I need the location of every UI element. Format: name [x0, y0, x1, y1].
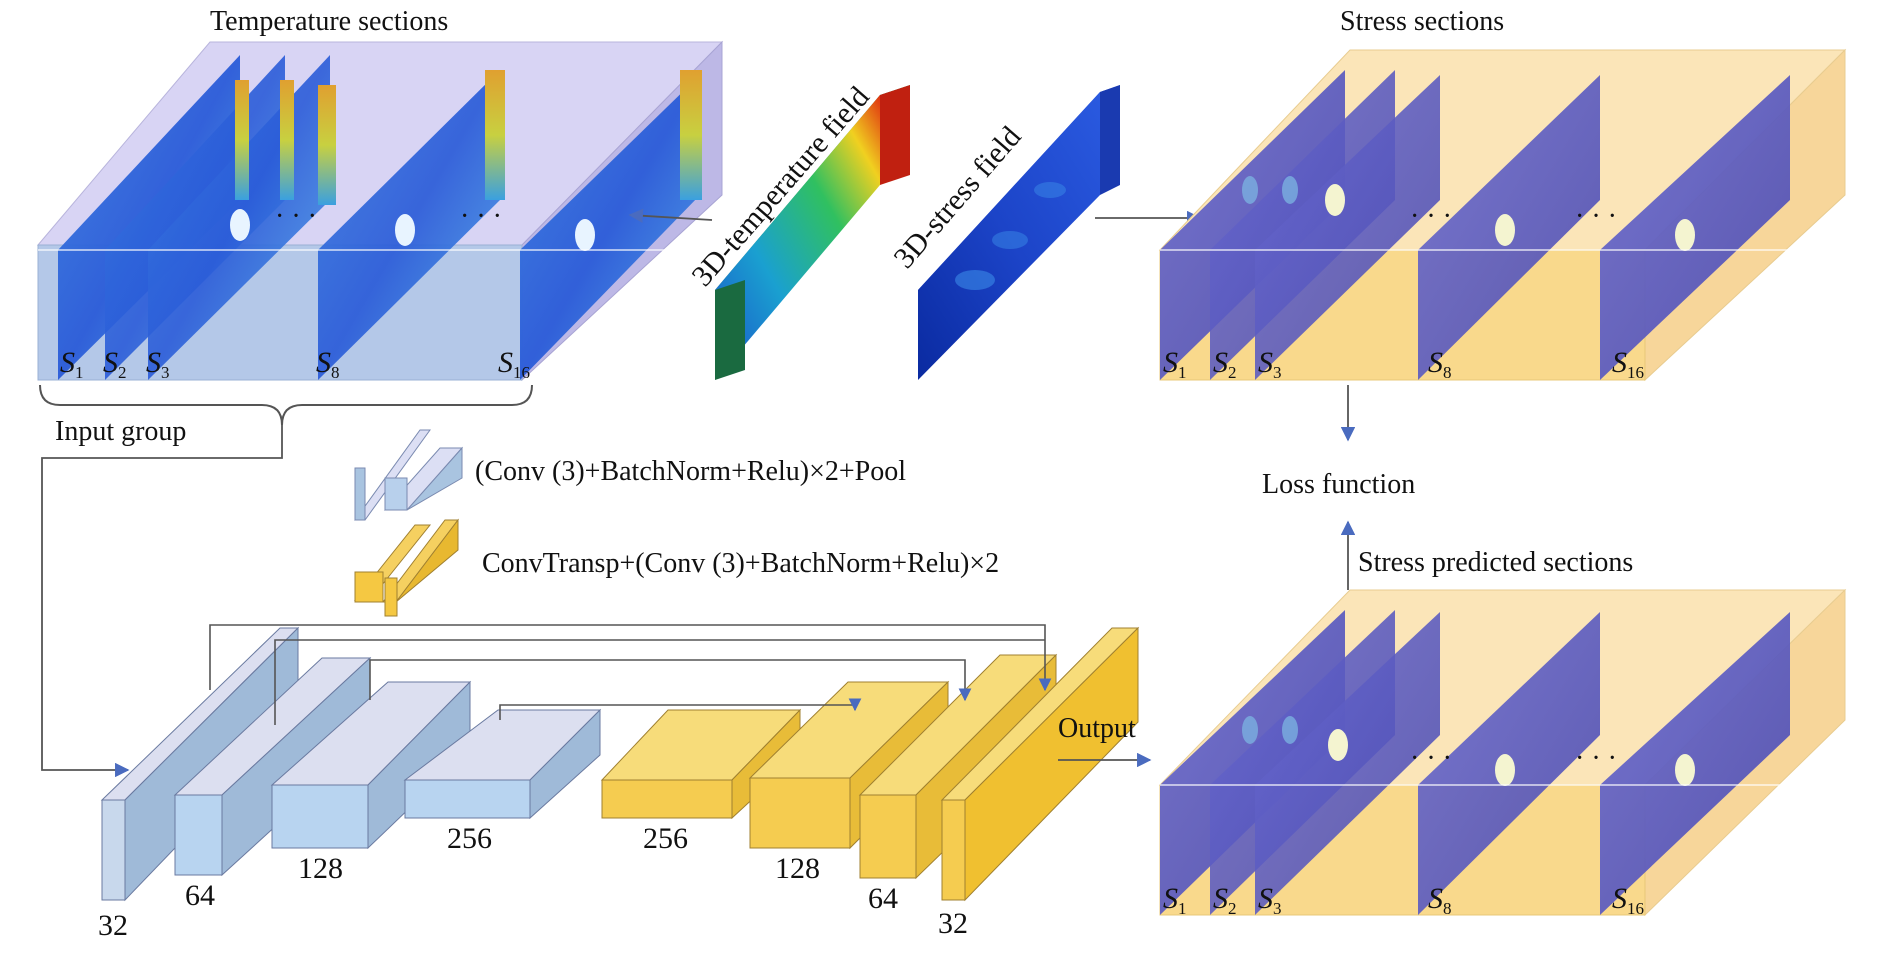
- temp-label-s16: S16: [498, 346, 530, 382]
- temperature-sections-box: · · · · · ·: [36, 40, 724, 382]
- output-label: Output: [1058, 713, 1136, 744]
- stress-label-s2: S2: [1213, 346, 1237, 382]
- predicted-label-s8: S8: [1428, 882, 1452, 918]
- predicted-label-s1: S1: [1163, 882, 1187, 918]
- stress-section-labels: S1 S2 S3 S8 S16: [1163, 346, 1644, 382]
- stress-ellipsis-1: · · ·: [1410, 201, 1452, 232]
- stress-label-s8: S8: [1428, 346, 1452, 382]
- predicted-ellipsis-1: · · ·: [1410, 743, 1452, 774]
- encoder-channel-32: 32: [98, 909, 128, 942]
- predicted-ellipsis-2: · · ·: [1575, 743, 1617, 774]
- stress-label-s3: S3: [1258, 346, 1282, 382]
- stress-predicted-label: Stress predicted sections: [1358, 547, 1633, 578]
- predicted-label-s16: S16: [1612, 882, 1644, 918]
- legend-encoder-icon: [354, 429, 464, 521]
- decoder-channel-128: 128: [775, 852, 820, 885]
- temperature-ellipsis-1: · · ·: [275, 201, 317, 232]
- input-group-label: Input group: [55, 416, 186, 447]
- stress-sections-title: Stress sections: [1340, 6, 1504, 37]
- temp-label-s8: S8: [316, 346, 340, 382]
- stress-ellipsis-2: · · ·: [1575, 201, 1617, 232]
- skip-connections: [209, 624, 1052, 725]
- decoder-channel-32: 32: [938, 907, 968, 940]
- temp-label-s3: S3: [146, 346, 170, 382]
- encoder-channel-128: 128: [298, 852, 343, 885]
- encoder-channel-256: 256: [447, 822, 492, 855]
- legend-encoder-label: (Conv (3)+BatchNorm+Relu)×2+Pool: [475, 456, 906, 487]
- temp-label-s1: S1: [60, 346, 84, 382]
- input-connector: [41, 425, 283, 778]
- stress-field-bar: [918, 85, 1120, 380]
- temperature-sections-title: Temperature sections: [210, 6, 448, 37]
- temperature-ellipsis-2: · · ·: [460, 201, 502, 232]
- decoder-channel-labels: 256 128 64 32: [643, 822, 968, 940]
- stress-label-s1: S1: [1163, 346, 1187, 382]
- arrow-temperature-field-to-sections: [628, 208, 713, 223]
- temperature-section-labels: S1 S2 S3 S8 S16: [60, 346, 530, 382]
- encoder-channel-64: 64: [185, 879, 215, 912]
- legend-decoder-icon: [353, 518, 460, 617]
- decoder-channel-64: 64: [868, 882, 898, 915]
- decoder-blocks: [600, 626, 1140, 902]
- decoder-channel-256: 256: [643, 822, 688, 855]
- temperature-field-bar: [715, 85, 910, 380]
- predicted-label-s3: S3: [1258, 882, 1282, 918]
- predicted-label-s2: S2: [1213, 882, 1237, 918]
- stress-label-s16: S16: [1612, 346, 1644, 382]
- loss-function-label: Loss function: [1262, 469, 1415, 500]
- temperature-slices: [38, 55, 702, 380]
- stress-sections-box: [1158, 48, 1847, 382]
- legend-decoder-label: ConvTransp+(Conv (3)+BatchNorm+Relu)×2: [482, 548, 999, 579]
- encoder-blocks: [100, 626, 602, 902]
- encoder-channel-labels: 32 64 128 256: [98, 822, 492, 942]
- temp-label-s2: S2: [103, 346, 127, 382]
- predicted-section-labels: S1 S2 S3 S8 S16: [1163, 882, 1644, 918]
- stress-predicted-box: [1158, 588, 1847, 917]
